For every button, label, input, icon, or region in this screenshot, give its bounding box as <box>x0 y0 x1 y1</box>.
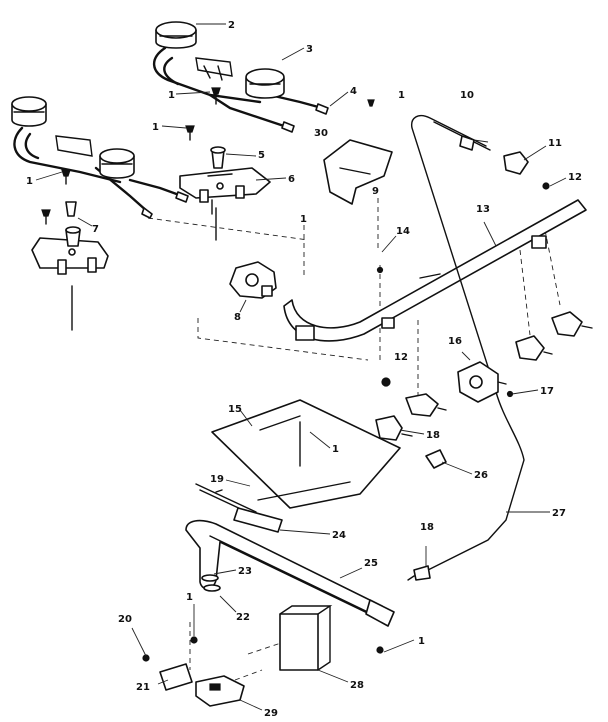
callout-11: 11 <box>548 138 562 149</box>
fittings <box>376 135 550 581</box>
callout-2: 2 <box>228 20 235 31</box>
callout-15: 15 <box>228 404 242 415</box>
callout-21: 21 <box>136 682 150 693</box>
oven-thermostat-16 <box>457 361 507 403</box>
callout-18-a: 18 <box>426 430 440 441</box>
front-burner-assembly <box>11 96 189 219</box>
callout-1-h: 1 <box>418 636 425 647</box>
heat-shield-30 <box>323 139 393 205</box>
callout-6: 6 <box>288 174 295 185</box>
callout-22: 22 <box>236 612 250 623</box>
callout-4: 4 <box>350 86 357 97</box>
callout-5: 5 <box>258 150 265 161</box>
callout-12-a: 12 <box>568 172 582 183</box>
callout-23: 23 <box>238 566 252 577</box>
air-shutter-7 <box>65 201 81 247</box>
burner-bracket-6 <box>179 167 271 215</box>
burner-valves <box>375 311 593 441</box>
callout-13: 13 <box>476 204 490 215</box>
callout-1-f: 1 <box>332 444 339 455</box>
leader-lines <box>35 23 567 711</box>
callout-10: 10 <box>460 90 474 101</box>
callout-16: 16 <box>448 336 462 347</box>
callout-1-c: 1 <box>152 122 159 133</box>
callout-labels: 2 3 4 1 1 1 1 5 6 7 8 9 1 10 11 12 13 14… <box>26 20 582 719</box>
burner-head-front-right <box>99 148 135 179</box>
oven-burner-24 <box>195 483 283 533</box>
callout-30: 30 <box>314 128 328 139</box>
callout-24: 24 <box>332 530 346 541</box>
lower-parts <box>142 605 333 707</box>
callout-1-d: 1 <box>26 176 33 187</box>
callout-9: 9 <box>372 186 379 197</box>
callout-12-b: 12 <box>394 352 408 363</box>
callout-1-e: 1 <box>300 214 307 225</box>
callout-1-g: 1 <box>186 592 193 603</box>
callout-26: 26 <box>474 470 488 481</box>
callout-20: 20 <box>118 614 132 625</box>
manifold-13 <box>283 199 587 342</box>
air-shutter-5 <box>210 146 226 169</box>
callout-3: 3 <box>306 44 313 55</box>
pressure-regulator-8 <box>229 261 277 299</box>
burner-bracket-left <box>31 237 109 275</box>
callout-8: 8 <box>234 312 241 323</box>
callout-1-b: 1 <box>168 90 175 101</box>
callout-17: 17 <box>540 386 554 397</box>
pilot-tubing-27 <box>411 114 525 573</box>
callout-14: 14 <box>396 226 410 237</box>
burner-head-rear-left <box>155 21 197 49</box>
oven-burner-tube-25 <box>185 519 395 627</box>
callout-25: 25 <box>364 558 378 569</box>
screws <box>41 87 384 654</box>
callout-19: 19 <box>210 474 224 485</box>
rear-burner-assembly <box>152 21 329 133</box>
callout-27: 27 <box>552 508 566 519</box>
callout-18-b: 18 <box>420 522 434 533</box>
callout-28: 28 <box>350 680 364 691</box>
callout-29: 29 <box>264 708 278 719</box>
callout-1-a: 1 <box>398 90 405 101</box>
callout-7: 7 <box>92 224 99 235</box>
burner-head-rear-right <box>245 68 285 99</box>
baffle-plate-15 <box>211 399 401 509</box>
burner-head-front-left <box>11 96 47 127</box>
